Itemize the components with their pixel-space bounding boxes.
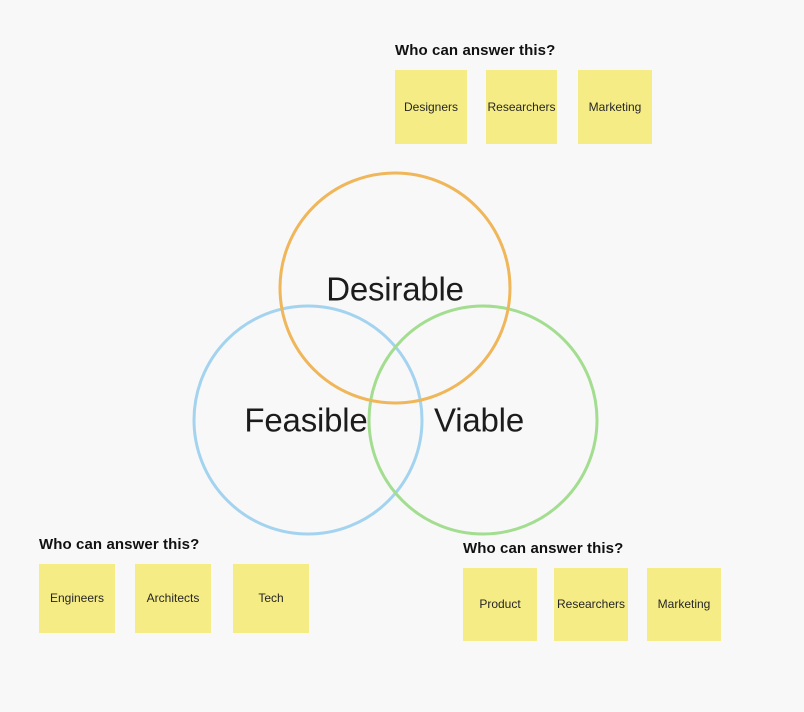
note-group-title: Who can answer this?	[463, 540, 624, 557]
sticky-note[interactable]: Architects	[135, 564, 211, 633]
note-group-viable: Who can answer this? Product Researchers…	[463, 540, 721, 641]
sticky-note[interactable]: Marketing	[647, 568, 721, 641]
sticky-note-label: Architects	[146, 591, 200, 606]
venn-label-viable: Viable	[434, 401, 524, 439]
sticky-note[interactable]: Researchers	[554, 568, 628, 641]
sticky-note-label: Marketing	[657, 597, 711, 612]
sticky-note[interactable]: Researchers	[486, 70, 557, 144]
sticky-note-row: Engineers Architects Tech	[39, 564, 309, 633]
note-group-feasible: Who can answer this? Engineers Architect…	[39, 536, 309, 633]
sticky-note-row: Designers Researchers Marketing	[395, 70, 652, 144]
sticky-note-label: Researchers	[487, 99, 556, 114]
venn-label-feasible: Feasible	[244, 401, 368, 439]
note-group-desirable: Who can answer this? Designers Researche…	[395, 42, 652, 144]
sticky-note[interactable]: Engineers	[39, 564, 115, 633]
sticky-note-label: Researchers	[556, 597, 626, 612]
sticky-note-row: Product Researchers Marketing	[463, 568, 721, 641]
sticky-note[interactable]: Tech	[233, 564, 309, 633]
note-group-title: Who can answer this?	[395, 42, 556, 59]
sticky-note-label: Designers	[403, 99, 459, 114]
sticky-note-label: Tech	[258, 591, 284, 606]
sticky-note[interactable]: Designers	[395, 70, 467, 144]
venn-label-desirable: Desirable	[326, 270, 464, 308]
sticky-note[interactable]: Marketing	[578, 70, 652, 144]
sticky-note-label: Engineers	[49, 591, 105, 606]
sticky-note-label: Product	[479, 597, 521, 612]
note-group-title: Who can answer this?	[39, 536, 200, 553]
sticky-note-label: Marketing	[588, 99, 642, 114]
sticky-note[interactable]: Product	[463, 568, 537, 641]
